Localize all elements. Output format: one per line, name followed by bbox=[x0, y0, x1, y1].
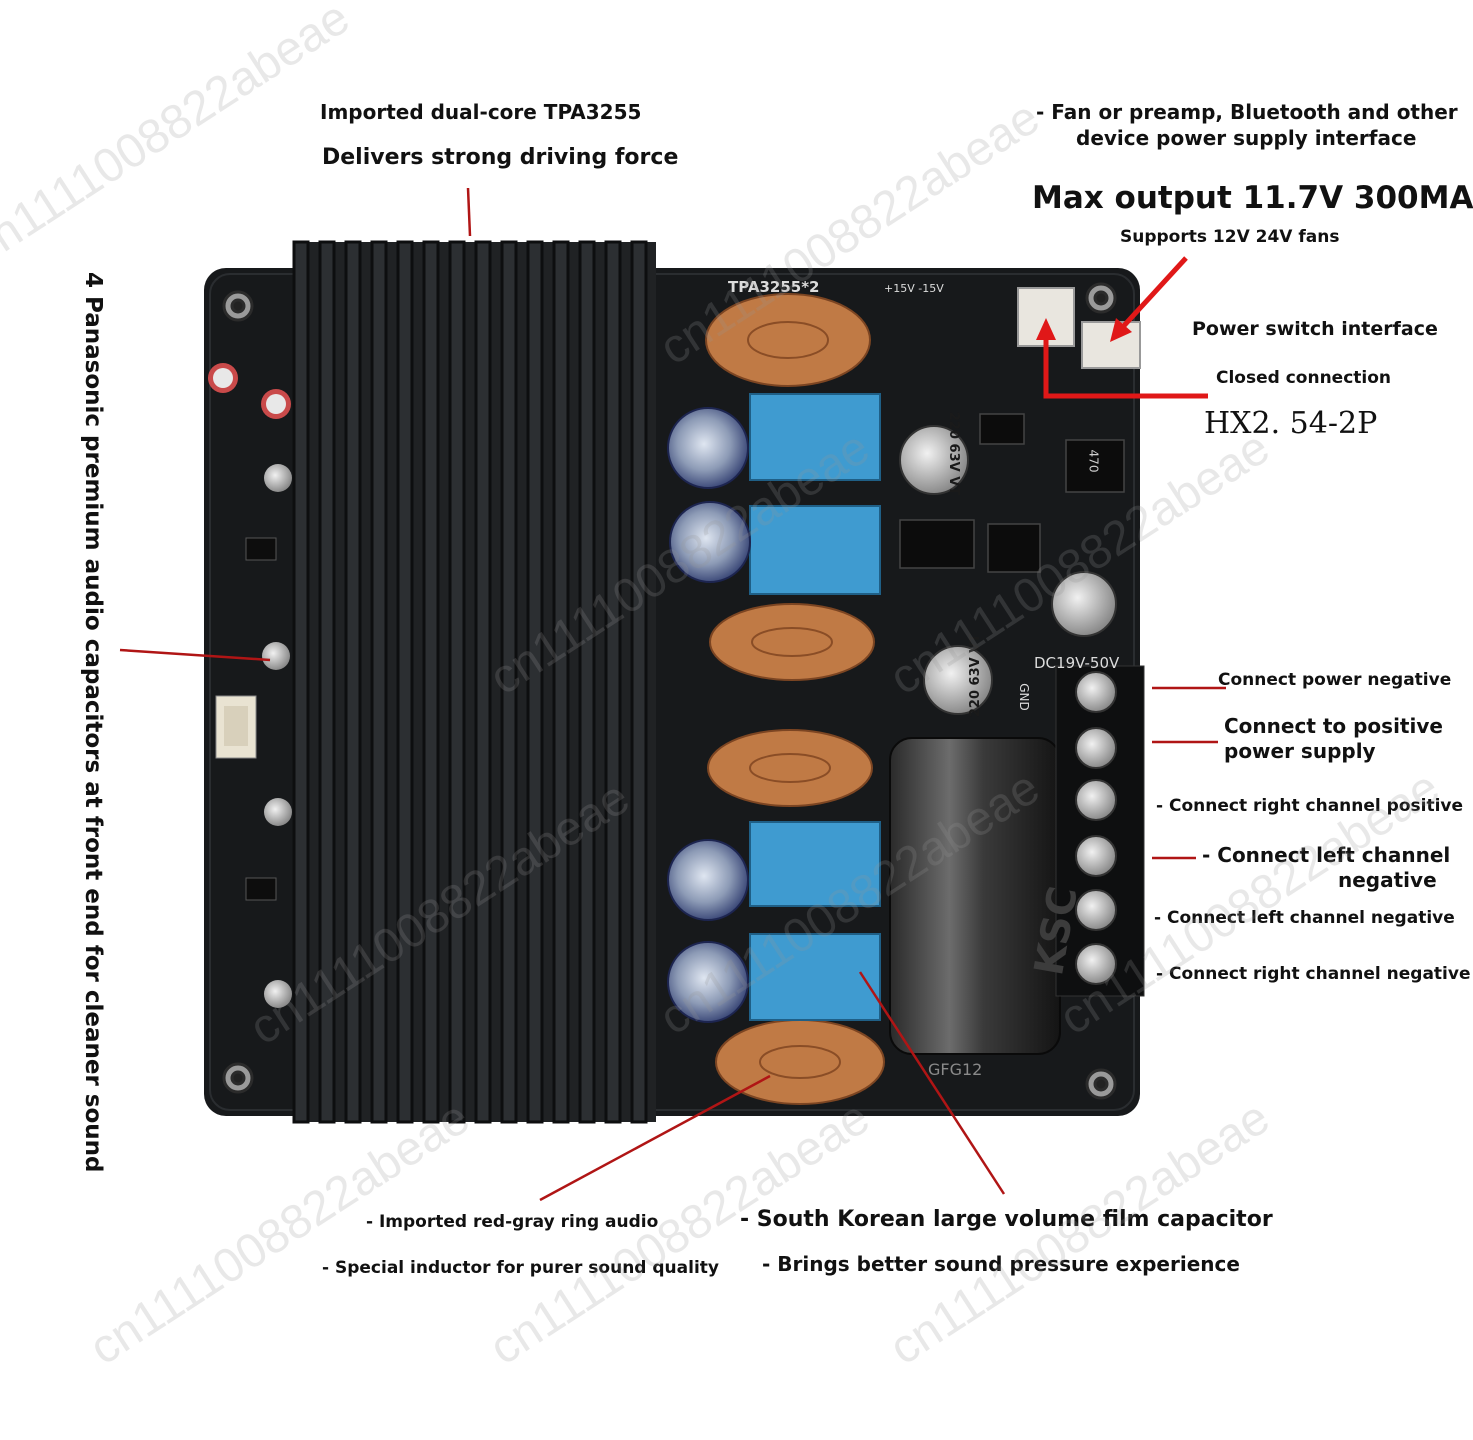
right-positive-label: - Connect right channel positive bbox=[1156, 796, 1464, 816]
film-cap-label-line1: - South Korean large volume film capacit… bbox=[740, 1207, 1273, 1232]
heatsink bbox=[292, 240, 656, 1124]
cap-marking-1: 220 63V VT bbox=[946, 411, 962, 496]
dc-marking: DC19V-50V bbox=[1034, 654, 1120, 672]
right-negative-label: - Connect right channel negative bbox=[1156, 964, 1471, 984]
closed-connection-label: Closed connection bbox=[1216, 368, 1392, 388]
left-column-parts bbox=[208, 363, 292, 1008]
supports-fans-label: Supports 12V 24V fans bbox=[1120, 227, 1340, 247]
power-positive-label-line1: Connect to positive bbox=[1224, 714, 1443, 738]
power-negative-label: Connect power negative bbox=[1218, 670, 1452, 690]
hx-connector-label: HX2. 54-2P bbox=[1204, 406, 1378, 441]
left-channel-label-line1: - Connect left channel bbox=[1202, 843, 1451, 867]
power-positive-label-line2: power supply bbox=[1224, 739, 1376, 763]
mounting-holes bbox=[222, 282, 1117, 1100]
silver-capacitors bbox=[899, 425, 1117, 715]
left-channel-label-line2: negative bbox=[1338, 868, 1437, 892]
film-cap-label-line2: - Brings better sound pressure experienc… bbox=[762, 1252, 1240, 1276]
leader-lines bbox=[119, 187, 1226, 1202]
tpa-label-line1: Imported dual-core TPA3255 bbox=[320, 100, 642, 124]
fan-label-line2: device power supply interface bbox=[1076, 126, 1417, 150]
bulk-cap-code: GFG12 bbox=[928, 1060, 983, 1079]
product-photo: TPA3255*2 +15V -15V DC19V-50V GND 220 63… bbox=[0, 0, 1473, 1375]
max-output-label: Max output 11.7V 300MA bbox=[1032, 180, 1473, 216]
gnd-marking: GND bbox=[1016, 683, 1031, 711]
amplifier-board-illustration bbox=[119, 187, 1226, 1202]
ics bbox=[899, 413, 1125, 573]
inductor-label-line2: - Special inductor for purer sound quali… bbox=[322, 1258, 719, 1278]
left-negative-label: - Connect left channel negative bbox=[1154, 908, 1455, 928]
inductor-marking: 470 bbox=[1086, 449, 1101, 473]
red-arrows bbox=[1043, 256, 1208, 399]
terminal-block bbox=[1055, 665, 1145, 997]
capacitors-vertical-label: 4 Panasonic premium audio capacitors at … bbox=[80, 272, 106, 1173]
fan-label-line1: - Fan or preamp, Bluetooth and other bbox=[1036, 100, 1458, 124]
electrolytic-capacitors bbox=[667, 407, 751, 1023]
inductor-label-line1: - Imported red-gray ring audio bbox=[366, 1212, 659, 1232]
chip-marking: TPA3255*2 bbox=[728, 278, 820, 296]
film-capacitors bbox=[749, 393, 881, 1021]
tpa-label-line2: Delivers strong driving force bbox=[322, 145, 679, 170]
rail-marking: +15V -15V bbox=[884, 282, 944, 295]
power-switch-label: Power switch interface bbox=[1192, 318, 1438, 340]
